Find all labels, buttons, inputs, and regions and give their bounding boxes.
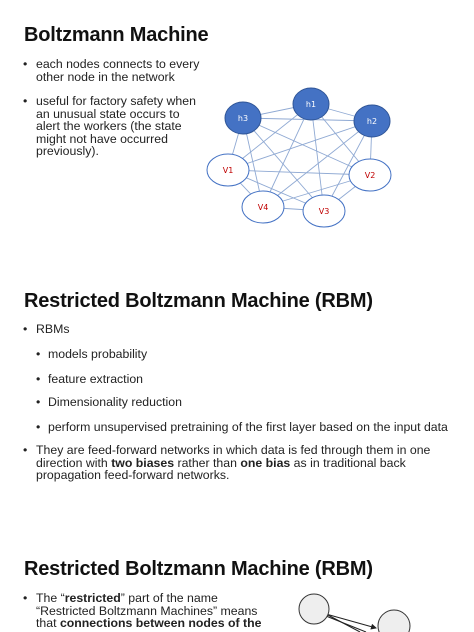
bullet-dot: • — [23, 94, 28, 108]
bullet-text: The “ — [36, 591, 65, 605]
node-label: V4 — [258, 203, 269, 212]
bullet-line: an unusual state occurs to — [36, 106, 180, 121]
bullet-bold-text: connections between nodes of the — [59, 616, 262, 631]
visible-node-v3: V3 — [302, 194, 346, 228]
bullet-line: propagation feed-forward networks. — [36, 468, 230, 483]
bullet-text: rather than — [174, 455, 241, 470]
bullet-item: • RBMs — [23, 322, 70, 336]
slide-rbm-restricted: Restricted Boltzmann Machine (RBM) • The… — [0, 536, 474, 632]
sub-bullet-text: models probability — [48, 347, 148, 361]
sub-bullet-item: • perform unsupervised pretraining of th… — [36, 420, 448, 434]
hidden-node-h1: h1 — [292, 87, 330, 121]
slide-title: Restricted Boltzmann Machine (RBM) — [24, 558, 373, 580]
bullet-line: useful for factory safety when — [36, 94, 196, 108]
bullet-dot: • — [36, 347, 41, 361]
bullet-dot: • — [23, 443, 28, 457]
visible-node-v2: V2 — [348, 158, 392, 192]
bullet-line: alert the workers (the state — [36, 119, 182, 134]
bullet-dot: • — [23, 57, 28, 71]
node-label: V3 — [319, 207, 330, 216]
bullet-text: RBMs — [36, 322, 70, 336]
sub-bullet-text: feature extraction — [48, 372, 144, 386]
sub-bullet-text: perform unsupervised pretraining of the … — [48, 420, 448, 434]
bullet-dot: • — [23, 591, 28, 605]
bullet-text: ” part of the name — [120, 591, 218, 605]
sub-bullet-item: • feature extraction — [36, 372, 144, 386]
rbm-node — [298, 593, 330, 625]
bullet-dot: • — [36, 372, 41, 386]
sub-bullet-text: Dimensionality reduction — [48, 395, 182, 409]
bullet-item: • each nodes connects to every other nod… — [23, 57, 216, 84]
bullet-line: other node in the network — [36, 69, 175, 84]
node-label: h2 — [367, 117, 377, 126]
slide-title: Restricted Boltzmann Machine (RBM) — [24, 290, 373, 312]
bullet-bold-text: two biases — [111, 455, 175, 470]
hidden-node-h3: h3 — [224, 101, 262, 135]
rbm-edges — [325, 613, 377, 632]
slide-rbm-overview: Restricted Boltzmann Machine (RBM) • RBM… — [0, 268, 474, 530]
bullet-item: • useful for factory safety when an unus… — [23, 94, 216, 159]
bullet-line: each nodes connects to every — [36, 57, 200, 71]
bullet-item: • They are feed-forward networks in whic… — [23, 443, 466, 483]
bullet-line: direction with two biases rather than on… — [36, 455, 466, 470]
visible-node-v1: V1 — [206, 153, 250, 187]
slide-boltzmann-machine: Boltzmann Machine • each nodes connects … — [0, 0, 474, 262]
bullet-line: The “restricted” part of the name — [36, 592, 276, 605]
hidden-node-h2: h2 — [353, 104, 391, 138]
node-label: V1 — [223, 166, 234, 175]
bullet-line: previously). — [36, 144, 99, 159]
bullet-text: direction with — [36, 455, 112, 470]
sub-bullet-item: • models probability — [36, 347, 148, 361]
bullet-text: that — [36, 616, 60, 631]
bullet-line: might not have occurred — [36, 131, 168, 146]
slide-title: Boltzmann Machine — [24, 24, 209, 46]
bullet-line: “Restricted Boltzmann Machines” means — [36, 603, 258, 618]
bullet-dot: • — [36, 395, 41, 409]
sub-bullet-item: • Dimensionality reduction — [36, 395, 182, 409]
node-label: V2 — [365, 171, 376, 180]
bullet-bold-text: restricted — [64, 591, 121, 605]
bullet-item: • The “restricted” part of the name “Res… — [23, 592, 276, 630]
rbm-node — [377, 609, 411, 632]
boltzmann-network-diagram: h3 h1 h2 V1 V2 V4 V3 — [206, 87, 392, 228]
rbm-partial-diagram — [298, 593, 411, 632]
bullet-text: as in traditional back — [290, 455, 406, 470]
bullet-dot: • — [36, 420, 41, 434]
node-label: h3 — [238, 114, 248, 123]
bullet-dot: • — [23, 322, 28, 336]
bullet-line: They are feed-forward networks in which … — [36, 443, 431, 457]
bullet-bold-text: one bias — [240, 455, 291, 470]
bullet-line: that connections between nodes of the — [36, 617, 276, 630]
visible-node-v4: V4 — [241, 190, 285, 224]
node-label: h1 — [306, 100, 316, 109]
